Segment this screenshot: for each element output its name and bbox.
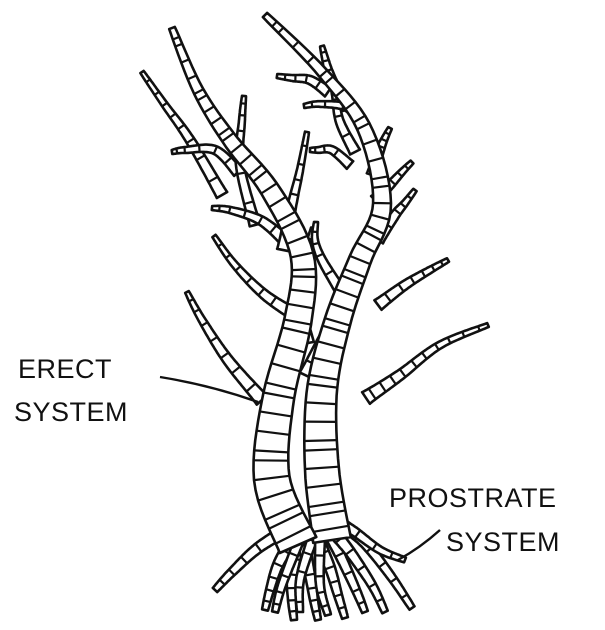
erect-system-label-line2: SYSTEM (14, 397, 128, 427)
side-branch-5-cross-wall (302, 145, 307, 146)
erect-axis-right-cross-wall (304, 449, 337, 450)
side-branch-18 (374, 258, 449, 310)
side-branch-16-cross-wall (324, 146, 325, 153)
prostrate-system-leader-line (398, 530, 440, 560)
erect-axis-left-cross-wall (292, 276, 316, 277)
side-branch-13-cross-wall (312, 102, 313, 107)
side-branch-5-cross-wall (295, 179, 302, 181)
prostrate-system-label-line2: SYSTEM (446, 527, 560, 557)
prostrate-rhizoid-4-cross-wall (313, 611, 320, 613)
erect-system-label-line1: ERECT (18, 354, 112, 384)
side-branch-19-cross-wall (478, 326, 480, 330)
side-branch-10-cross-wall (285, 75, 286, 80)
side-branch-3-cross-wall (238, 131, 245, 132)
prostrate-rhizoid-4-cross-wall (310, 600, 318, 601)
side-branch-10-cross-wall (306, 75, 308, 83)
prostrate-rhizoid-10-cross-wall (273, 603, 280, 604)
side-branch-20-cross-wall (313, 243, 319, 244)
side-branch-3-cross-wall (237, 173, 245, 175)
side-branch-4-cross-wall (229, 207, 231, 213)
prostrate-system-label-line1: PROSTRATE (389, 483, 557, 513)
side-branch-11-cross-wall (321, 52, 326, 53)
prostrate-rhizoid-12-cross-wall (318, 592, 325, 594)
side-branch-11-cross-wall (323, 60, 329, 61)
side-branch-2-cross-wall (176, 149, 177, 154)
erect-axis-right-cross-wall (304, 440, 337, 441)
side-branch-19 (362, 323, 489, 404)
side-branch-2-cross-wall (199, 145, 200, 152)
side-branch-5-cross-wall (298, 164, 304, 165)
prostrate-rhizoid-3-cross-wall (290, 611, 297, 612)
erect-axis-left-cross-wall (292, 269, 316, 270)
side-branch-8 (185, 291, 267, 405)
